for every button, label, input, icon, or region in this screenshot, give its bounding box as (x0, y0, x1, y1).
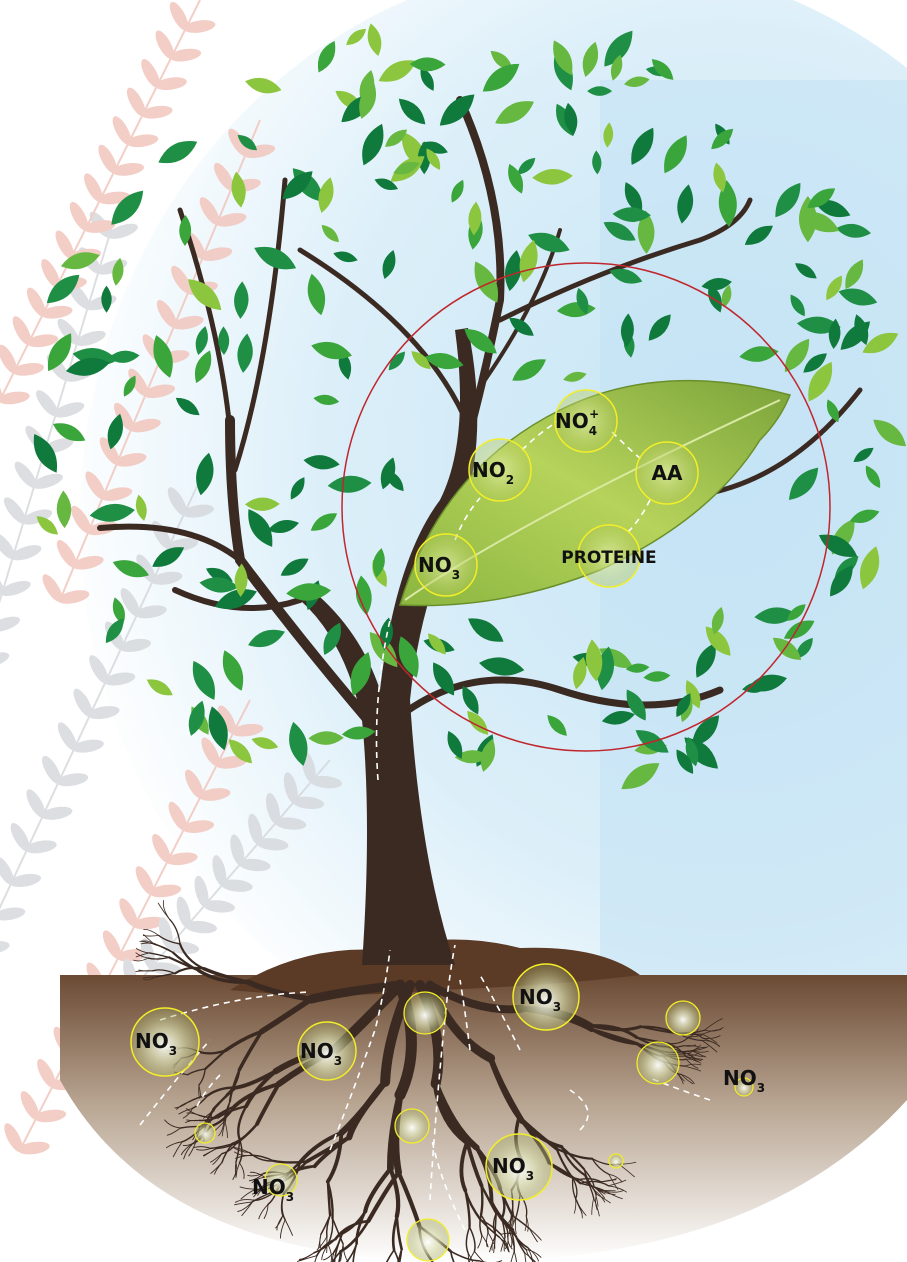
leaf-aa-bubble: AA (636, 442, 698, 504)
leaf-no3-bubble: NO3 (415, 534, 477, 596)
leaf-no2-bubble: NO2 (469, 439, 531, 501)
soil-no3-subscript-5: 3 (757, 1081, 765, 1095)
soil-no3-subscript-2: 3 (334, 1054, 342, 1068)
leaf-nh4-subscript: 4 (589, 424, 597, 438)
leaf-nh4-superscript: + (589, 407, 599, 421)
soil-no3-bubble-1: NO3 (131, 1008, 199, 1076)
soil-no3-bubble-4: NO3 (486, 1134, 552, 1200)
soil-no3-bubble-2: NO3 (298, 1022, 356, 1080)
soil-no3-subscript-4: 3 (526, 1169, 534, 1183)
leaf-nh4-bubble: NO4 + (555, 390, 617, 452)
soil-no3-label-1: NO (135, 1029, 169, 1053)
leaf-nh4-label: NO (555, 409, 589, 433)
soil-no3-subscript-3: 3 (553, 1000, 561, 1014)
soil-no3-label-2: NO (300, 1039, 334, 1063)
leaf-no2-subscript: 2 (506, 473, 514, 487)
soil-no3-label-6: NO (252, 1175, 286, 1199)
soil-no3-label-3: NO (519, 985, 553, 1009)
leaf-no2-label: NO (472, 458, 506, 482)
soil-no3-label-4: NO (492, 1154, 526, 1178)
leaf-protein-label: PROTEINE (561, 548, 656, 568)
leaf-no3-subscript: 3 (452, 568, 460, 582)
soil-no3-bubble-3: NO3 (513, 964, 579, 1030)
soil-no3-subscript-1: 3 (169, 1044, 177, 1058)
leaf-no3-label: NO (418, 553, 452, 577)
soil-no3-subscript-6: 3 (286, 1190, 294, 1204)
leaf-aa-label: AA (652, 461, 683, 485)
soil-no3-label-5: NO (723, 1066, 757, 1090)
